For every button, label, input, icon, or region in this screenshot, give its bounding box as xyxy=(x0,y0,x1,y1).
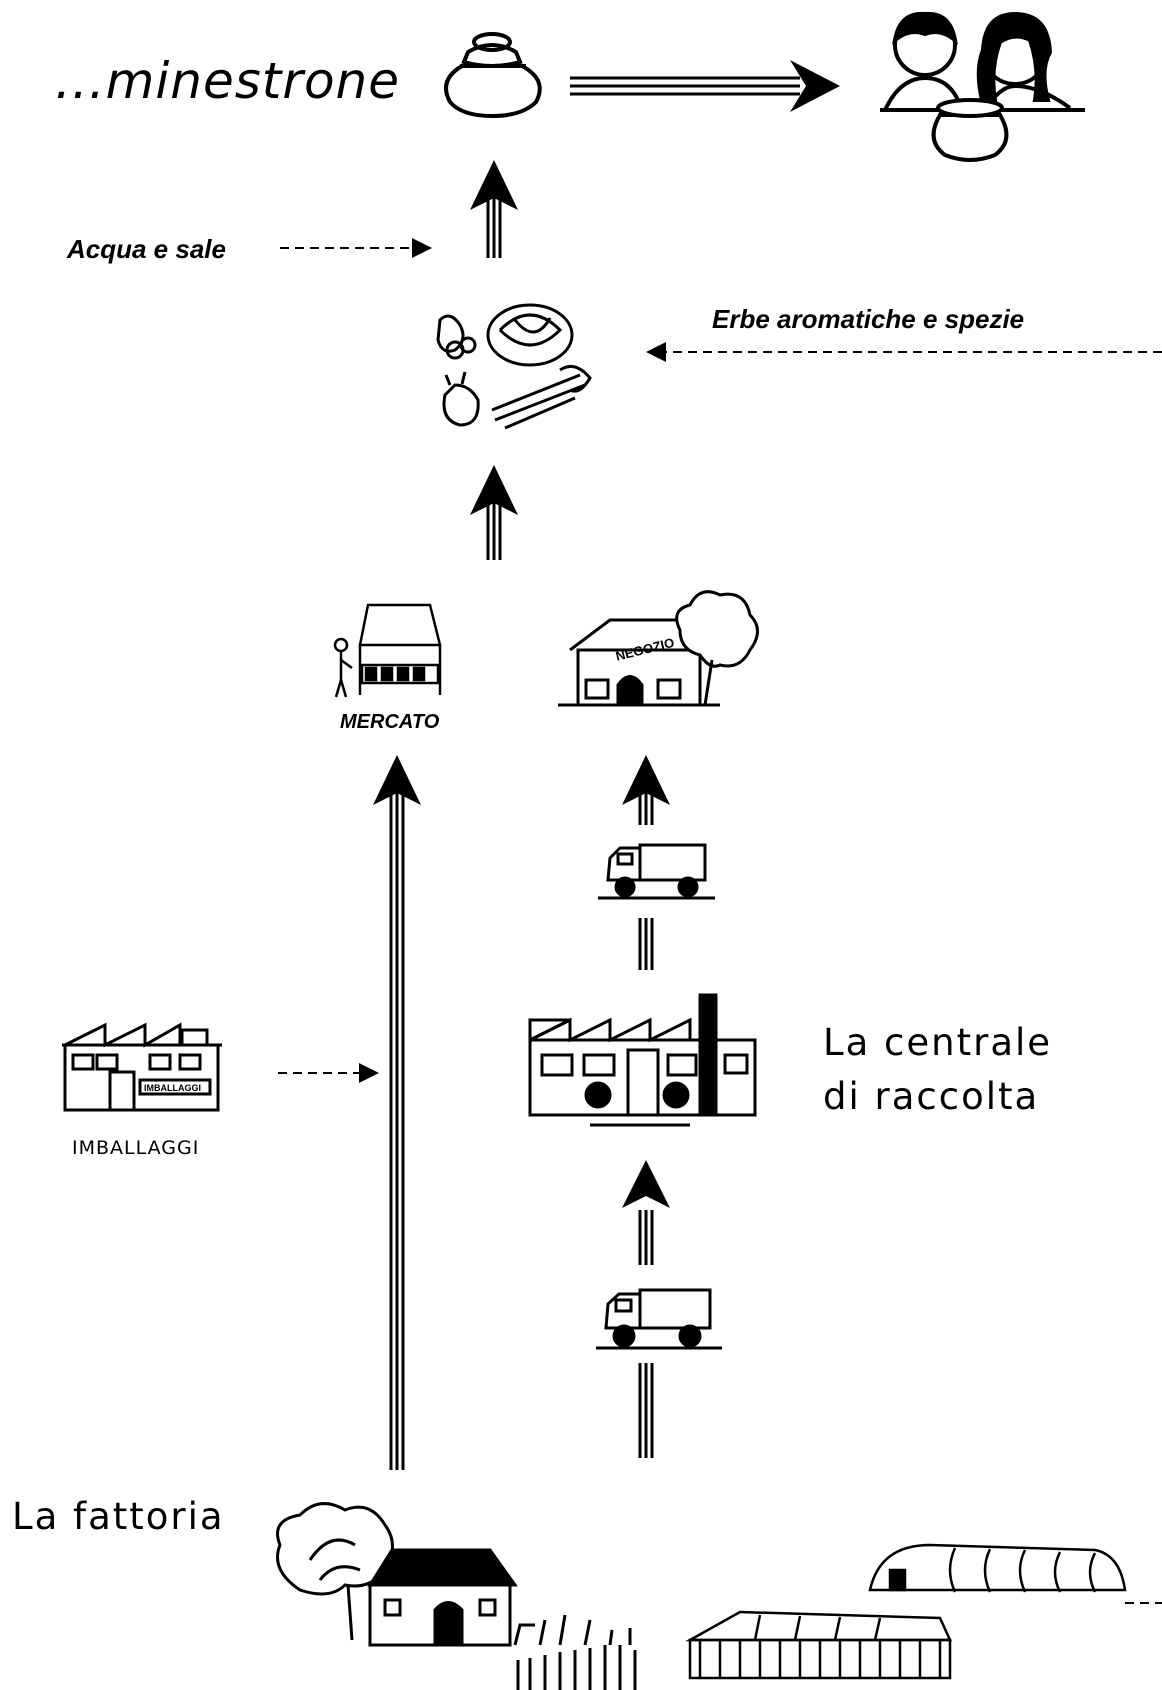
greenhouses-icon xyxy=(685,1543,1127,1680)
shop-sign: NEGOZIO xyxy=(614,635,676,664)
minestrone-label: ...minestrone xyxy=(55,52,400,110)
shop-icon xyxy=(558,590,759,707)
herbs-spices-label: Erbe aromatiche e spezie xyxy=(712,304,1025,334)
children-eating-icon xyxy=(880,11,1085,162)
arrow-shops-to-veggies xyxy=(470,465,518,560)
farm-icon xyxy=(276,1502,637,1690)
packaging-factory-icon xyxy=(62,1022,222,1112)
arrow-veggies-to-pot xyxy=(470,160,518,258)
arrow-farm-to-truck xyxy=(638,1363,654,1458)
packaging-sign: IMBALLAGGI xyxy=(144,1083,201,1093)
arrow-farm-to-market xyxy=(373,755,421,1470)
collection-center-icon xyxy=(528,993,757,1127)
pot-icon xyxy=(444,32,542,119)
market-label: MERCATO xyxy=(340,711,440,733)
vegetables-icon xyxy=(436,303,592,430)
arrow-truck-to-shop xyxy=(622,755,670,825)
packaging-label: IMBALLAGGI xyxy=(72,1137,200,1159)
collection-center-label: La centrale di raccolta xyxy=(823,1016,1052,1124)
truck-icon xyxy=(598,843,715,900)
market-stall-icon xyxy=(333,603,442,698)
truck-icon xyxy=(596,1288,722,1350)
water-salt-label: Acqua e sale xyxy=(67,234,226,264)
arrow-centrale-to-truck xyxy=(638,918,654,970)
arrow-truck-to-centrale xyxy=(622,1160,670,1265)
farm-label: La fattoria xyxy=(12,1495,225,1538)
arrow-to-children xyxy=(570,60,840,112)
collection-center-label-line2: di raccolta xyxy=(823,1075,1040,1118)
collection-center-label-line1: La centrale xyxy=(823,1021,1053,1064)
